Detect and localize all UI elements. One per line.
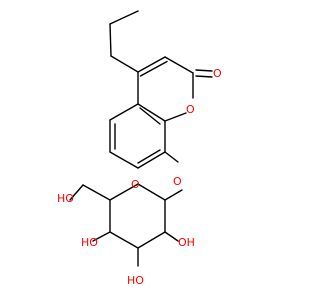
molecule-structure: O O O O HO HO HO OH [57, 10, 222, 287]
bond [195, 75, 213, 78]
bond [109, 10, 139, 25]
bond [195, 69, 213, 72]
bond [82, 184, 111, 201]
atom-label-o: O [186, 103, 195, 116]
bond [139, 107, 161, 125]
bond [109, 231, 139, 249]
atom-label-oh: OH [178, 236, 195, 249]
bond [92, 231, 111, 242]
bond [109, 183, 139, 201]
atom-labels: O O O O HO HO HO OH [57, 67, 222, 287]
bond [137, 149, 161, 164]
bond [110, 55, 139, 73]
bond [109, 23, 112, 57]
bond [69, 184, 84, 201]
bond [109, 103, 139, 121]
atom-label-ho: HO [81, 236, 98, 249]
bond [164, 56, 194, 74]
atom-label-o: O [213, 67, 222, 80]
bond [137, 103, 166, 122]
atom-label-o: O [131, 178, 140, 191]
bond [137, 56, 166, 73]
bond [164, 231, 179, 242]
atom-label-o: O [173, 175, 182, 188]
atom-label-ho: HO [127, 274, 144, 287]
bond [109, 151, 139, 169]
bond [164, 151, 179, 163]
bond [164, 189, 183, 201]
bonds [69, 10, 213, 267]
bond [137, 183, 166, 201]
atom-label-ho: HO [57, 192, 74, 205]
bond [137, 231, 166, 249]
structure-canvas: O O O O HO HO HO OH [57, 10, 222, 287]
bond [137, 151, 166, 169]
bond [139, 60, 168, 77]
bond [164, 112, 187, 122]
